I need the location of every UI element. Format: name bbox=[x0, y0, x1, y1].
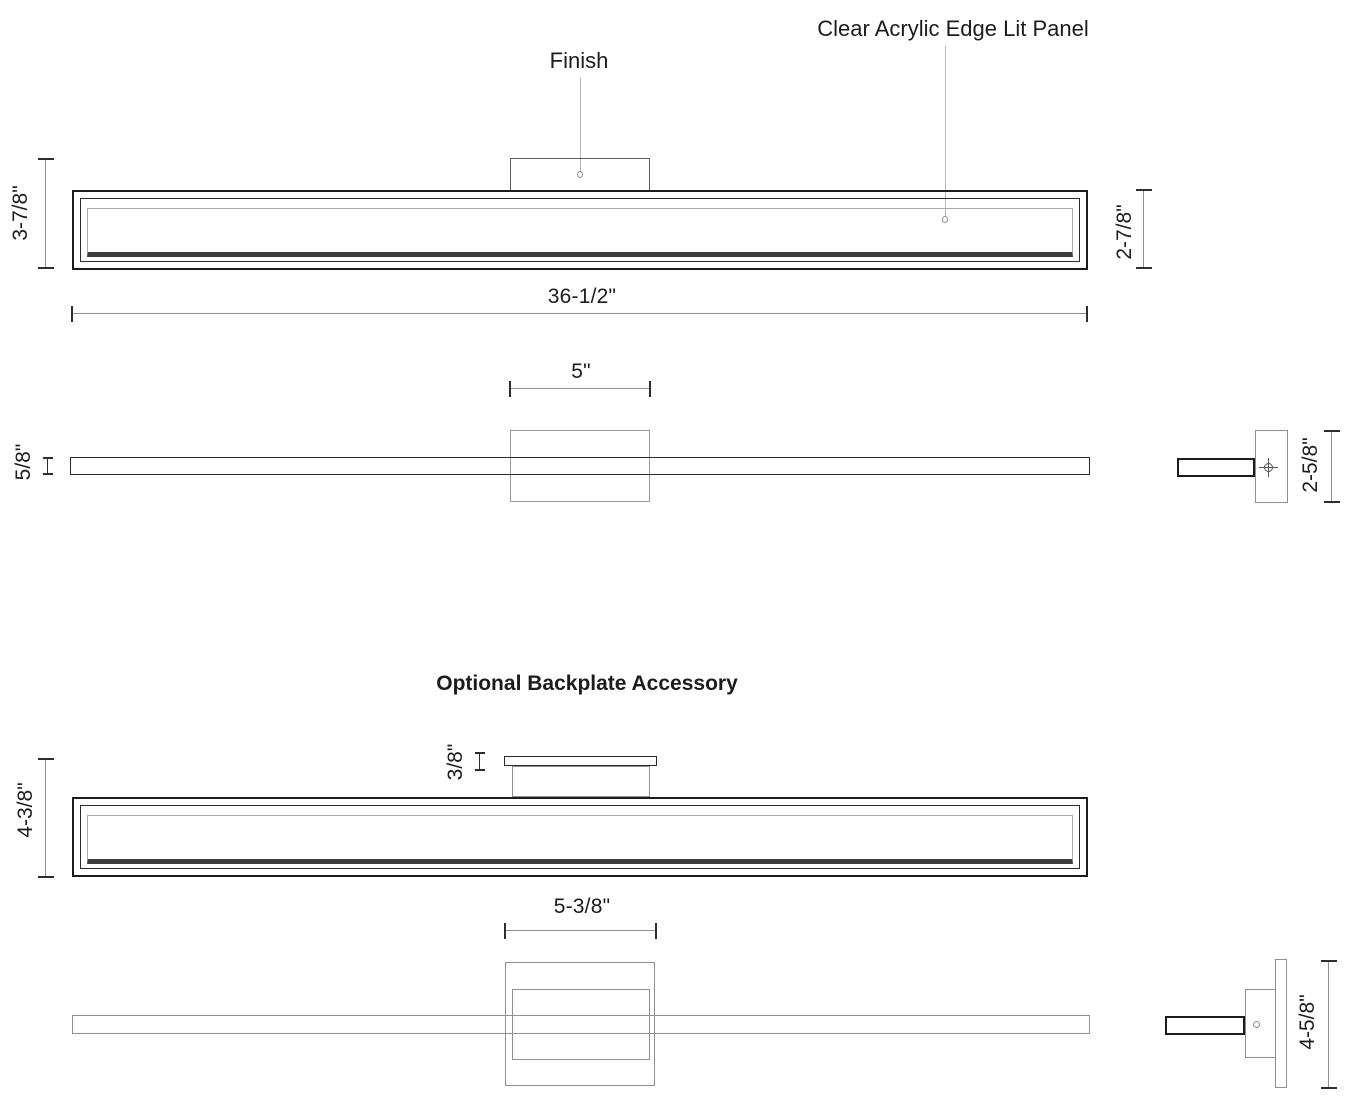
dim-line-body-height bbox=[1136, 189, 1152, 269]
dim-label-overall-height: 3-7/8" bbox=[9, 185, 32, 241]
front-view-backplate-canopy bbox=[512, 766, 650, 797]
dim-line-canopy-width bbox=[509, 381, 651, 397]
dim-label-fixture-depth: 5/8" bbox=[12, 443, 35, 481]
dim-marker-plate-thickness bbox=[475, 752, 485, 771]
front-view-fixture-frame bbox=[80, 198, 1080, 262]
dim-label-plate-thickness: 3/8" bbox=[444, 743, 467, 781]
front-view-canopy bbox=[510, 158, 650, 192]
dim-line-plate-height bbox=[1321, 960, 1337, 1089]
side-view-fixture-bar-backplate bbox=[1165, 1016, 1245, 1035]
side-view-canopy-plate bbox=[1255, 430, 1288, 503]
front-view-acrylic-panel bbox=[87, 208, 1073, 257]
dim-label-fixture-width: 36-1/2" bbox=[547, 285, 617, 308]
dim-label-plate-height: 4-5/8" bbox=[1296, 994, 1319, 1050]
dim-label-canopy-height: 2-5/8" bbox=[1299, 437, 1322, 493]
front-view-fixture-frame-backplate bbox=[80, 805, 1080, 869]
dim-label-backplate-overall-height: 4-3/8" bbox=[14, 782, 37, 838]
acrylic-panel-leader-line bbox=[945, 46, 946, 216]
mounting-hole-icon bbox=[1253, 1021, 1260, 1028]
acrylic-panel-leader-dot bbox=[942, 216, 948, 223]
crosshair-horizontal-tick bbox=[1259, 467, 1278, 468]
acrylic-panel-callout-label: Clear Acrylic Edge Lit Panel bbox=[817, 16, 1089, 41]
side-view-backplate-slab bbox=[1275, 959, 1287, 1088]
dim-line-backplate-overall-height bbox=[38, 758, 54, 878]
front-view-fixture-body bbox=[72, 190, 1088, 270]
top-view-fixture-bar-backplate bbox=[72, 1015, 1090, 1034]
front-view-fixture-body-backplate bbox=[72, 797, 1088, 877]
section-title-optional-backplate: Optional Backplate Accessory bbox=[436, 672, 738, 695]
dim-marker-fixture-depth bbox=[43, 457, 53, 475]
top-view-canopy-square bbox=[512, 989, 650, 1060]
finish-leader-dot bbox=[577, 171, 583, 178]
dim-line-fixture-width bbox=[71, 306, 1088, 322]
dim-label-canopy-width: 5" bbox=[571, 360, 591, 383]
finish-leader-line bbox=[580, 78, 581, 171]
top-view-backplate-square bbox=[505, 962, 655, 1086]
dim-line-plate-width bbox=[504, 923, 657, 939]
finish-callout-label: Finish bbox=[549, 48, 609, 73]
side-view-canopy-backplate bbox=[1245, 989, 1276, 1058]
dim-label-body-height: 2-7/8" bbox=[1113, 204, 1136, 260]
front-view-acrylic-panel-backplate bbox=[87, 815, 1073, 864]
side-view-fixture-bar bbox=[1177, 458, 1255, 477]
top-view-canopy-plate bbox=[510, 430, 650, 502]
dim-label-plate-width: 5-3/8" bbox=[553, 895, 611, 918]
top-view-fixture-bar bbox=[70, 457, 1090, 475]
dim-line-overall-height bbox=[38, 158, 54, 269]
dim-line-canopy-height bbox=[1324, 430, 1340, 503]
front-view-backplate bbox=[504, 756, 657, 766]
